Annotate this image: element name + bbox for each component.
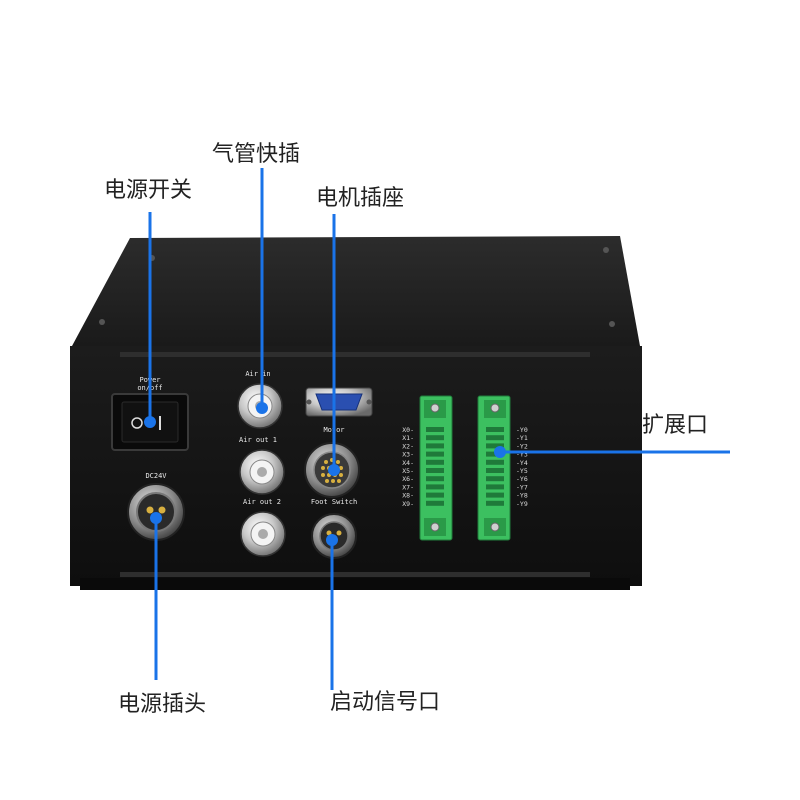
y-pin-slot xyxy=(486,484,504,490)
y-pin-labels: -Y0-Y1-Y2-Y3-Y4-Y5-Y6-Y7-Y8-Y9 xyxy=(516,426,528,508)
expansion-dot xyxy=(494,446,506,458)
power-plug-callout: 电源插头 xyxy=(118,692,207,717)
y-pin-label: -Y4 xyxy=(516,459,528,467)
x-pin-label: X3- xyxy=(402,451,414,459)
x-pin-label: X7- xyxy=(402,483,414,491)
x-pin-label: X4- xyxy=(402,459,414,467)
y-pin-slot xyxy=(486,435,504,441)
x-pin-slot xyxy=(426,468,444,473)
y-pin-label: -Y2 xyxy=(516,442,528,450)
air-plug-dot xyxy=(256,402,268,414)
x-pin-slot xyxy=(426,435,444,441)
y-pin-label: -Y7 xyxy=(516,483,528,491)
y-pin-slot xyxy=(486,468,504,473)
x-pin-label: X9- xyxy=(402,500,414,508)
terminal-block-y[interactable] xyxy=(477,395,511,541)
x-pin-label: X6- xyxy=(402,475,414,483)
foot-switch-label: Foot Switch xyxy=(311,498,357,506)
x-pin-label: X2- xyxy=(402,442,414,450)
callout-lines xyxy=(144,168,730,690)
x-pin-slot xyxy=(426,443,444,449)
expansion-port-callout: 扩展口 xyxy=(642,413,709,438)
y-pin-slot xyxy=(486,476,504,482)
x-pin-label: X8- xyxy=(402,492,414,500)
power-plug-dot xyxy=(150,512,162,524)
x-pin-slot xyxy=(426,476,444,482)
start-signal-callout: 启动信号口 xyxy=(330,690,441,715)
air-out-2-fitting[interactable] xyxy=(240,511,286,557)
switch-off-icon xyxy=(131,417,143,429)
y-pin-label: -Y3 xyxy=(516,451,528,459)
y-pin-label: -Y6 xyxy=(516,475,528,483)
motor-socket-dot xyxy=(328,464,340,476)
y-pin-slot xyxy=(486,443,504,449)
motor-socket-callout: 电机插座 xyxy=(316,186,405,211)
air-out-1-label: Air out 1 xyxy=(239,436,277,444)
y-pin-slot xyxy=(486,427,504,432)
terminal-block-x[interactable] xyxy=(419,395,453,541)
x-pin-label: X0- xyxy=(402,426,414,434)
x-pin-slot xyxy=(426,484,444,490)
power-switch-dot xyxy=(144,416,156,428)
y-pin-slot xyxy=(486,500,504,506)
motor-socket[interactable] xyxy=(304,442,360,498)
x-pin-label: X5- xyxy=(402,467,414,475)
air-out-2-label: Air out 2 xyxy=(243,498,281,506)
x-pin-labels: X0-X1-X2-X3-X4-X5-X6-X7-X8-X9- xyxy=(402,426,414,508)
box-top xyxy=(72,236,640,346)
y-pin-slot xyxy=(486,459,504,465)
start-signal-dot xyxy=(326,534,338,546)
y-pin-slot xyxy=(486,492,504,498)
air-out-1-fitting[interactable] xyxy=(239,449,285,495)
dc24v-label: DC24V xyxy=(145,472,167,480)
y-pin-label: -Y8 xyxy=(516,492,528,500)
x-pin-slot xyxy=(426,500,444,506)
x-pin-slot xyxy=(426,459,444,465)
x-pin-slot xyxy=(426,492,444,498)
y-pin-label: -Y5 xyxy=(516,467,528,475)
y-pin-label: -Y9 xyxy=(516,500,528,508)
air-quick-plug-callout: 气管快插 xyxy=(212,142,301,167)
y-pin-label: -Y0 xyxy=(516,426,528,434)
y-pin-label: -Y1 xyxy=(516,434,528,442)
power-switch-callout: 电源开关 xyxy=(104,178,193,203)
air-in-label: Air in xyxy=(245,370,270,378)
x-pin-slot xyxy=(426,427,444,432)
serial-port[interactable] xyxy=(305,387,373,417)
x-pin-slot xyxy=(426,451,444,457)
x-pin-label: X1- xyxy=(402,434,414,442)
